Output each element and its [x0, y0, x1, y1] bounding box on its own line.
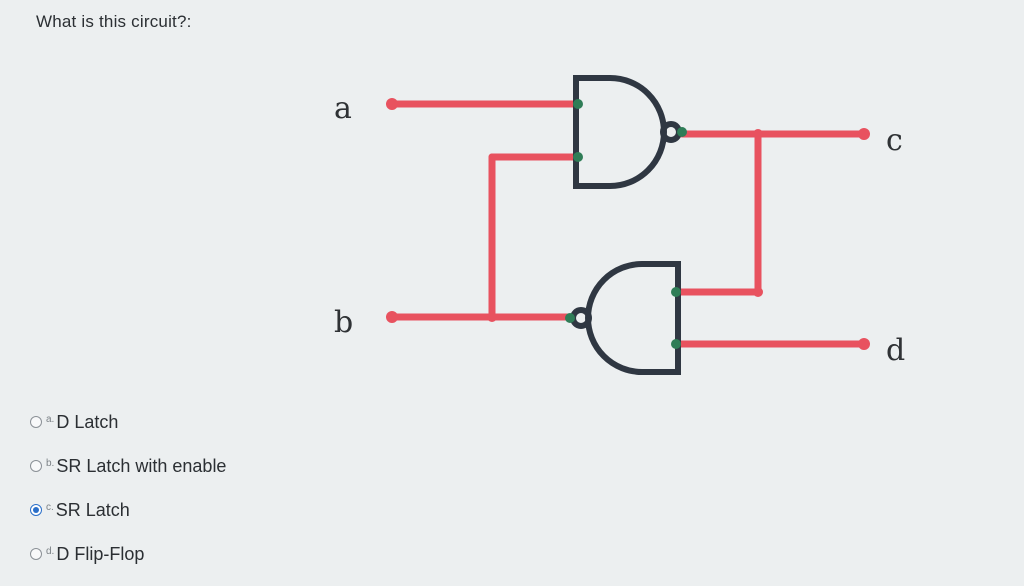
option-a[interactable]: a. D Latch — [30, 400, 226, 444]
terminal-c — [858, 128, 870, 140]
nand-gate-top — [573, 75, 682, 189]
label-a: a — [334, 91, 352, 126]
node-top-in2 — [573, 152, 583, 162]
option-a-label[interactable]: D Latch — [56, 411, 119, 432]
label-c: c — [886, 123, 903, 158]
junction-b — [487, 312, 497, 322]
terminal-b — [386, 311, 398, 323]
circuit-svg: a b c d — [334, 75, 905, 375]
option-d-radio[interactable] — [30, 548, 42, 560]
option-c[interactable]: c. SR Latch — [30, 488, 226, 532]
option-d-label[interactable]: D Flip-Flop — [56, 543, 145, 564]
option-c-letter: c. — [46, 501, 54, 513]
terminal-d — [858, 338, 870, 350]
option-c-label[interactable]: SR Latch — [55, 499, 130, 520]
option-b-radio[interactable] — [30, 460, 42, 472]
node-top-out — [677, 127, 687, 137]
option-b-label[interactable]: SR Latch with enable — [56, 455, 227, 476]
label-d: d — [886, 333, 905, 368]
option-b[interactable]: b. SR Latch with enable — [30, 444, 226, 488]
junction-cross — [753, 287, 763, 297]
option-a-letter: a. — [46, 413, 55, 425]
option-c-radio[interactable] — [30, 504, 42, 516]
option-b-letter: b. — [46, 457, 55, 469]
option-d-letter: d. — [46, 545, 55, 557]
node-top-in1 — [573, 99, 583, 109]
node-bottom-out — [565, 313, 575, 323]
option-d[interactable]: d. D Flip-Flop — [30, 532, 226, 576]
answer-options: a. D Latch b. SR Latch with enable c. SR… — [30, 400, 226, 576]
junction-c — [753, 129, 763, 139]
option-a-radio[interactable] — [30, 416, 42, 428]
nand-gate-bottom — [570, 261, 681, 375]
question-text: What is this circuit?: — [36, 12, 192, 31]
node-bottom-in2 — [671, 339, 681, 349]
terminal-a — [386, 98, 398, 110]
node-bottom-in1 — [671, 287, 681, 297]
circuit-diagram: a b c d — [320, 60, 940, 380]
label-b: b — [334, 305, 353, 340]
